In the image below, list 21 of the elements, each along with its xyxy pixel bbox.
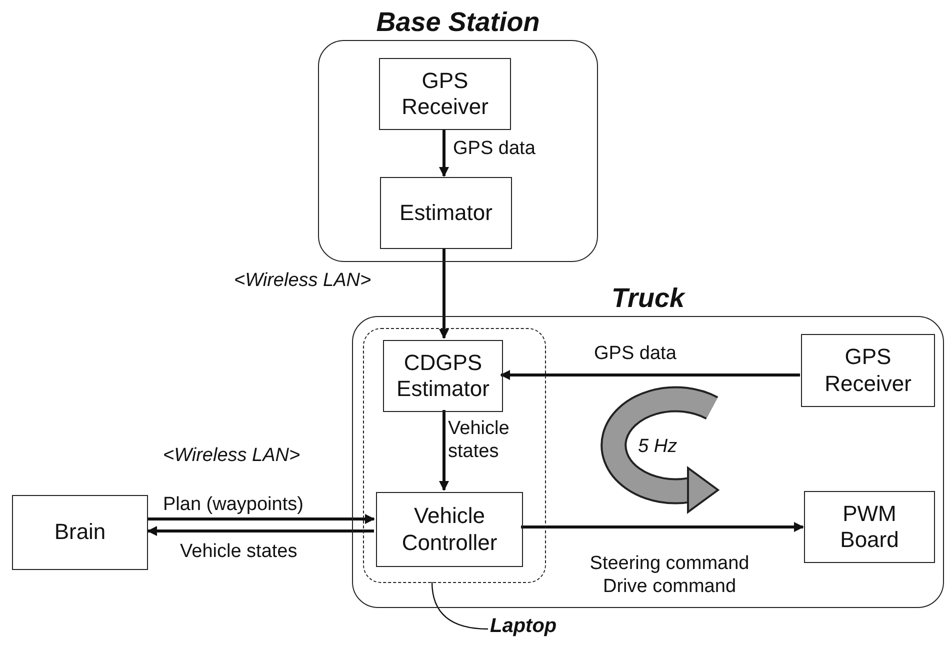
arrow — [148, 514, 375, 524]
process-box: Vehicle Controller — [376, 492, 523, 567]
process-box: GPS Receiver — [379, 58, 511, 130]
arrow — [147, 526, 374, 536]
edge-label: Plan (waypoints) — [163, 494, 304, 517]
process-box: GPS Receiver — [801, 334, 935, 407]
process-box: CDGPS Estimator — [383, 340, 503, 412]
process-box: PWM Board — [804, 491, 935, 563]
process-box: Brain — [12, 495, 148, 570]
arrow — [521, 522, 804, 532]
leader-line — [431, 582, 488, 630]
process-box: Estimator — [380, 177, 512, 249]
arrow — [500, 370, 800, 380]
arrow — [439, 248, 449, 339]
arrow — [439, 410, 449, 491]
arrow — [439, 129, 449, 177]
group-heading: Truck — [610, 283, 686, 314]
edge-label: Steering command Drive command — [588, 553, 750, 599]
frequency-label: 5 Hz — [638, 436, 678, 459]
callout-label: Laptop — [490, 615, 570, 643]
group-heading: Base Station — [375, 7, 541, 38]
